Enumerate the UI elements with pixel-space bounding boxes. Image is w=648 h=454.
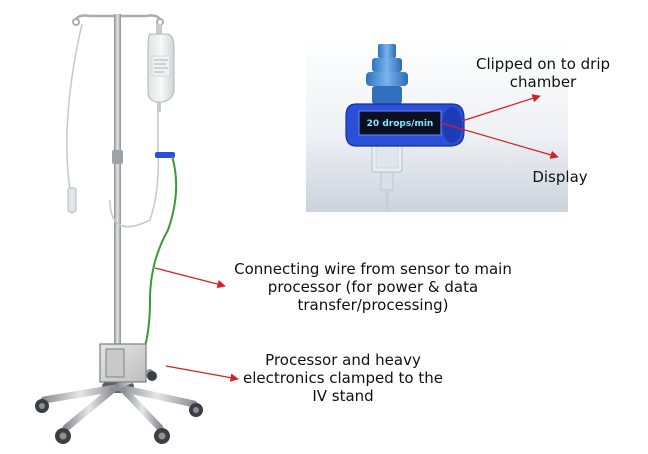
drip-chamber-connector <box>366 44 408 104</box>
iv-bag <box>147 24 175 112</box>
annotation-arrows <box>154 94 559 382</box>
iv-tubing <box>66 23 160 228</box>
label-processor: Processor and heavy electronics clamped … <box>243 351 443 405</box>
connecting-wire <box>143 155 178 351</box>
sensor-display: 20 drops/min <box>358 110 442 136</box>
arrow-display <box>440 122 559 159</box>
iv-stand <box>35 14 203 444</box>
label-display: Display <box>532 168 588 186</box>
arrow-processor <box>165 365 239 382</box>
processor-box <box>99 343 147 383</box>
drip-rate-readout: 20 drops/min <box>367 119 434 129</box>
sensor-clip-small <box>155 152 175 158</box>
iv-wheel-base <box>35 369 203 444</box>
arrow-wire <box>154 267 226 289</box>
arrow-clip <box>461 94 541 122</box>
label-clipped-on: Clipped on to drip chamber <box>475 55 611 91</box>
iv-pole <box>114 14 121 386</box>
label-connecting-wire: Connecting wire from sensor to main proc… <box>234 260 512 314</box>
sensor-photo: 20 drops/min <box>306 38 568 212</box>
